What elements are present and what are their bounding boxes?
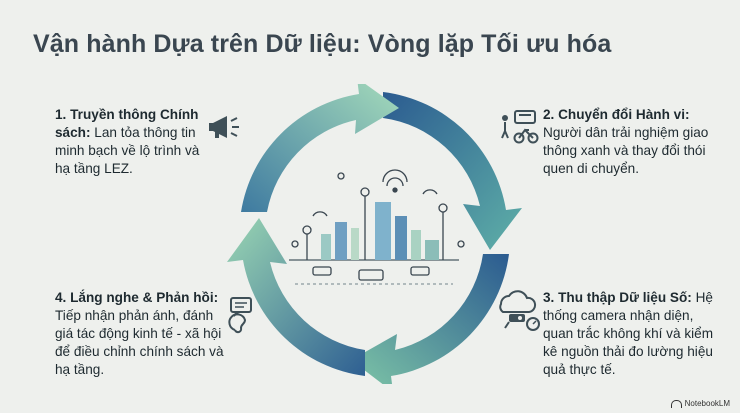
step-1-policy-communication: 1. Truyền thông Chính sách: Lan tỏa thôn… <box>55 106 215 178</box>
step-2-description: Người dân trải nghiệm giao thông xanh và… <box>543 125 709 176</box>
optimization-cycle-diagram <box>227 84 522 384</box>
bus-bicycle-icon <box>501 110 539 144</box>
feedback-icon <box>228 297 252 334</box>
step-3-description: Hệ thống camera nhận diện, quan trắc khô… <box>543 290 714 377</box>
cycle-arrow-top-right <box>383 92 522 250</box>
step-4-heading: 4. Lắng nghe & Phản hồi: <box>55 290 219 305</box>
page-title: Vận hành Dựa trên Dữ liệu: Vòng lặp Tối … <box>33 30 612 58</box>
cycle-arrow-bottom-right <box>351 254 509 384</box>
step-1-description: Lan tỏa thông tin minh bạch về lộ trình … <box>55 125 200 176</box>
cycle-arrow-top-left <box>241 84 399 212</box>
notebooklm-logo-icon <box>670 399 682 408</box>
cycle-arrow-bottom-left <box>227 218 365 376</box>
megaphone-icon <box>209 116 239 138</box>
camera-sensor-icon <box>499 290 540 331</box>
step-2-heading: 2. Chuyển đổi Hành vi: <box>543 107 690 122</box>
step-1-heading: 1. Truyền thông Chính sách: <box>55 107 199 140</box>
brand-name: NotebookLM <box>684 399 730 408</box>
step-3-digital-data-collection: 3. Thu thập Dữ liệu Số: Hệ thống camera … <box>543 289 718 379</box>
step-2-behavior-change: 2. Chuyển đổi Hành vi: Người dân trải ng… <box>543 106 713 178</box>
step-4-listen-feedback: 4. Lắng nghe & Phản hồi: Tiếp nhận phản … <box>55 289 235 379</box>
brand-watermark: NotebookLM <box>670 399 730 408</box>
step-3-heading: 3. Thu thập Dữ liệu Số: <box>543 290 692 305</box>
step-4-description: Tiếp nhận phản ánh, đánh giá tác động ki… <box>55 308 224 377</box>
smart-city-illustration <box>289 169 465 285</box>
